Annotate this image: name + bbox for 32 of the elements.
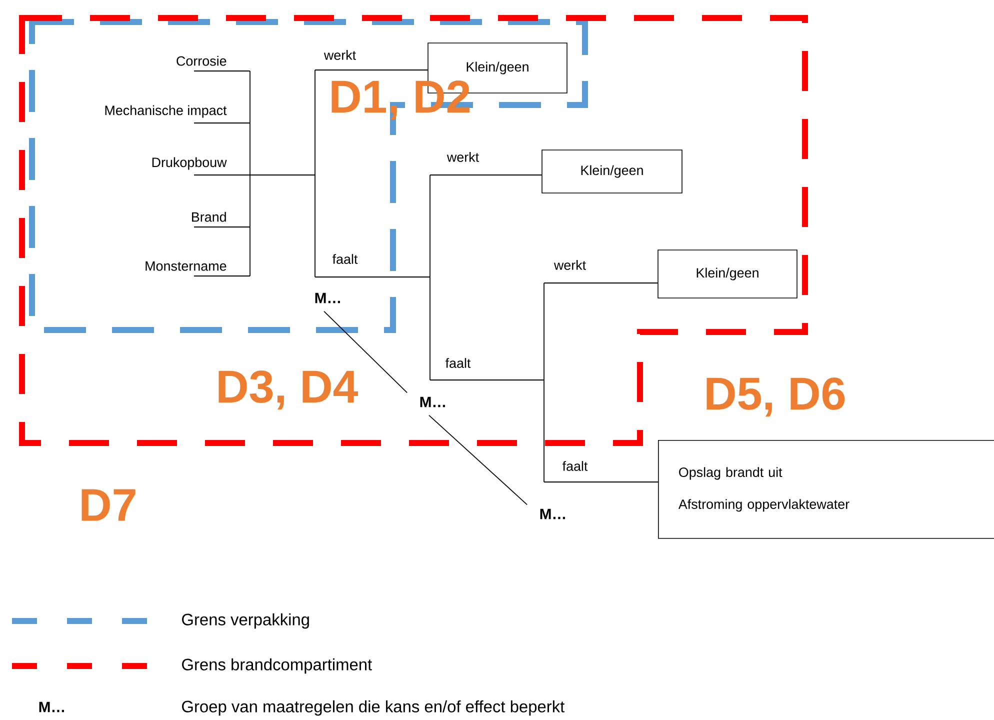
connector-line [194, 226, 250, 228]
cause-label: Drukopbouw [152, 157, 227, 170]
measure-group-label: M… [540, 508, 565, 520]
measure-group-label: M… [315, 292, 340, 304]
connector-line [194, 70, 250, 72]
outcome-box: Klein/geen [542, 150, 682, 194]
outcome-box: Klein/geen [658, 250, 798, 298]
connector-line [430, 174, 542, 176]
outcome-box: Opslag brandt uit Afstroming oppervlaktewater [658, 440, 994, 539]
cause-label: Corrosie [176, 56, 226, 66]
edge-label: faalt [562, 461, 588, 471]
cause-label: Mechanische impact [105, 105, 227, 118]
legend-text: Grens verpakking [182, 613, 309, 629]
connector-line [544, 282, 658, 284]
branch-label: faalt [445, 358, 471, 368]
edge-label: werkt [446, 152, 479, 162]
connector-line [194, 174, 250, 176]
connector-line [194, 122, 250, 124]
legend-text: Groep van maatregelen die kans en/of effect beperkt [182, 700, 565, 716]
measure-group-label: M… [420, 396, 445, 408]
edge-label: werkt [324, 50, 356, 60]
connector-line [428, 414, 528, 506]
edge-label: werkt [554, 260, 586, 270]
legend-text: Grens brandcompartiment [182, 658, 372, 674]
cause-label: Brand [192, 212, 226, 222]
connector-line [324, 310, 408, 394]
branch-label: faalt [332, 254, 358, 264]
zone-label: D7 [82, 489, 136, 521]
zone-label: D3, D4 [218, 370, 358, 410]
cause-label: Monstername [146, 261, 226, 271]
zone-label: D5, D6 [706, 377, 845, 417]
legend-symbol: M… [39, 702, 64, 712]
